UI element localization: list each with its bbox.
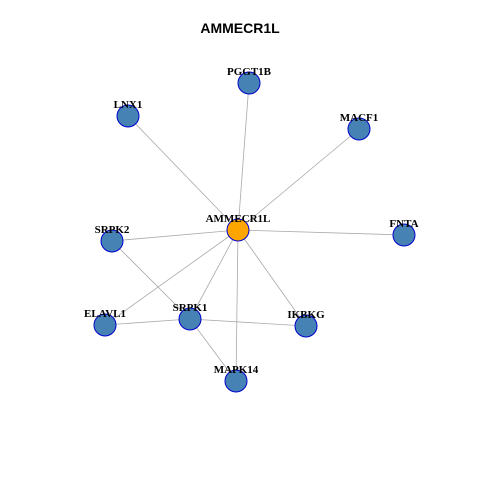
node-label-pggt1b: PGGT1B (227, 66, 272, 78)
edge-ammecr1l-fnta (237, 229, 405, 236)
edge-srpk2-srpk1 (111, 240, 191, 320)
node-ammecr1l (226, 218, 250, 242)
edge-elavl1-srpk1 (104, 318, 191, 326)
edge-srpk1-ikbkg (189, 318, 307, 327)
node-ikbkg (294, 314, 318, 338)
node-label-mapk14: MAPK14 (214, 364, 259, 376)
node-srpk1 (178, 307, 202, 331)
node-pggt1b (237, 71, 261, 95)
edge-ammecr1l-mapk14 (235, 229, 239, 382)
edge-ammecr1l-lnx1 (127, 115, 239, 231)
node-fnta (392, 223, 416, 247)
node-elavl1 (93, 313, 117, 337)
edge-ammecr1l-elavl1 (104, 229, 239, 326)
edge-ammecr1l-pggt1b (237, 82, 250, 231)
edge-layer (104, 82, 405, 382)
node-label-srpk1: SRPK1 (173, 302, 208, 314)
edge-ammecr1l-srpk1 (189, 229, 239, 320)
edge-srpk1-mapk14 (189, 318, 237, 382)
node-label-macf1: MACF1 (340, 112, 379, 124)
node-label-srpk2: SRPK2 (95, 224, 130, 236)
node-macf1 (347, 117, 371, 141)
node-label-lnx1: LNX1 (114, 99, 143, 111)
edge-ammecr1l-macf1 (237, 128, 360, 231)
edge-ammecr1l-ikbkg (237, 229, 307, 327)
node-label-elavl1: ELAVL1 (84, 308, 126, 320)
node-layer (93, 71, 416, 393)
node-srpk2 (100, 229, 124, 253)
node-label-ammecr1l: AMMECR1L (206, 213, 271, 225)
node-label-fnta: FNTA (389, 218, 418, 230)
node-lnx1 (116, 104, 140, 128)
node-mapk14 (224, 369, 248, 393)
node-label-ikbkg: IKBKG (287, 309, 325, 321)
edge-ammecr1l-srpk2 (111, 229, 239, 242)
graph-title: AMMECR1L (200, 20, 280, 36)
